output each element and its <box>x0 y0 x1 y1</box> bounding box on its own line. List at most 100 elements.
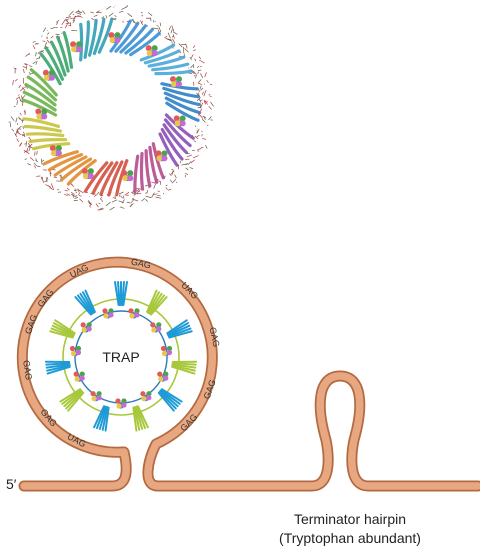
side-chain-stroke <box>17 139 19 142</box>
side-chain-stroke <box>193 45 195 48</box>
side-chain-stroke <box>202 138 206 139</box>
tryptophan-atom <box>170 76 176 82</box>
side-chain-stroke <box>67 194 71 196</box>
side-chain-stroke <box>25 159 27 160</box>
side-chain-stroke <box>146 196 152 198</box>
tryptophan-atom <box>102 308 107 313</box>
side-chain-stroke <box>56 34 60 35</box>
side-chain-stroke <box>34 163 37 166</box>
side-chain-stroke <box>82 11 85 14</box>
side-chain-stroke <box>110 207 115 210</box>
tryptophan-atom <box>176 81 182 87</box>
side-chain-stroke <box>24 135 25 137</box>
beta-strand-ribbon <box>85 22 88 57</box>
side-chain-stroke <box>169 26 171 30</box>
side-chain-stroke <box>79 193 80 195</box>
tryptophan-atom <box>140 391 145 396</box>
side-chain-stroke <box>45 42 47 47</box>
side-chain-stroke <box>16 97 19 99</box>
tryptophan-atom <box>128 308 133 313</box>
side-chain-stroke <box>73 14 74 15</box>
side-chain-stroke <box>112 200 117 202</box>
side-chain-stroke <box>128 13 133 16</box>
side-chain-stroke <box>38 53 39 54</box>
side-chain-stroke <box>44 181 48 182</box>
side-chain-stroke <box>76 192 77 193</box>
trap-subunit <box>75 291 98 317</box>
tryptophan-atom <box>82 168 88 174</box>
tryptophan-atom <box>162 155 168 161</box>
side-chain-stroke <box>131 200 134 203</box>
side-chain-stroke <box>41 36 42 37</box>
side-chain-stroke <box>133 198 134 199</box>
side-chain-stroke <box>65 190 68 191</box>
side-chain-stroke <box>75 189 76 192</box>
side-chain-stroke <box>166 187 168 189</box>
side-chain-stroke <box>99 203 101 204</box>
trap-subunit <box>166 320 192 340</box>
trap-subunit <box>46 358 70 373</box>
side-chain-stroke <box>19 94 20 95</box>
tryptophan-atom <box>76 350 81 355</box>
side-chain-stroke <box>205 72 207 77</box>
side-chain-stroke <box>90 207 91 208</box>
side-chain-stroke <box>96 204 99 207</box>
side-chain-stroke <box>17 100 18 105</box>
side-chain-stroke <box>36 52 37 56</box>
side-chain-stroke <box>207 80 209 83</box>
side-chain-stroke <box>193 50 196 51</box>
side-chain-stroke <box>199 57 201 60</box>
side-chain-stroke <box>48 186 52 190</box>
tryptophan-atom <box>76 46 82 52</box>
beta-strand-ribbon <box>25 127 60 132</box>
terminator-caption-line2: (Tryptophan abundant) <box>250 529 450 548</box>
side-chain-stroke <box>33 62 36 64</box>
codon-label: UAG <box>68 262 90 280</box>
side-chain-stroke <box>185 175 186 177</box>
side-chain-stroke <box>90 12 94 13</box>
side-chain-stroke <box>159 27 161 32</box>
side-chain-stroke <box>196 135 199 137</box>
side-chain-stroke <box>172 41 173 43</box>
side-chain-stroke <box>209 106 212 109</box>
side-chain-stroke <box>71 184 74 187</box>
side-chain-stroke <box>43 41 46 42</box>
side-chain-stroke <box>75 12 81 14</box>
side-chain-stroke <box>11 117 14 121</box>
side-chain-stroke <box>35 152 36 156</box>
tryptophan-atom <box>35 109 41 115</box>
trap-ribbon-ring <box>9 5 214 210</box>
side-chain-stroke <box>191 54 193 58</box>
tryptophan-atom <box>167 350 172 355</box>
beta-strand-ribbon <box>146 151 150 186</box>
tryptophan-atom <box>71 351 76 356</box>
tryptophan-atom <box>162 351 167 356</box>
side-chain-stroke <box>120 207 125 209</box>
side-chain-stroke <box>186 44 188 49</box>
side-chain-stroke <box>200 73 202 78</box>
side-chain-stroke <box>96 192 99 195</box>
side-chain-stroke <box>158 191 160 192</box>
trap-subunit <box>50 320 76 340</box>
side-chain-stroke <box>160 23 161 27</box>
tryptophan-atom <box>121 170 127 176</box>
side-chain-stroke <box>69 11 74 16</box>
tryptophan-atom <box>80 376 85 381</box>
side-chain-stroke <box>79 199 83 202</box>
side-chain-stroke <box>22 102 23 106</box>
tryptophan-atom <box>88 173 94 179</box>
side-chain-stroke <box>191 65 194 68</box>
side-chain-stroke <box>173 32 177 35</box>
side-chain-stroke <box>209 94 210 95</box>
side-chain-stroke <box>154 28 159 29</box>
side-chain-stroke <box>20 118 23 121</box>
side-chain-stroke <box>188 161 191 164</box>
side-chain-stroke <box>25 54 29 57</box>
side-chain-stroke <box>121 196 123 198</box>
side-chain-stroke <box>79 196 82 197</box>
side-chain-stroke <box>56 22 57 25</box>
trap-label: TRAP <box>102 349 139 365</box>
side-chain-stroke <box>75 198 78 199</box>
side-chain-stroke <box>154 183 156 189</box>
